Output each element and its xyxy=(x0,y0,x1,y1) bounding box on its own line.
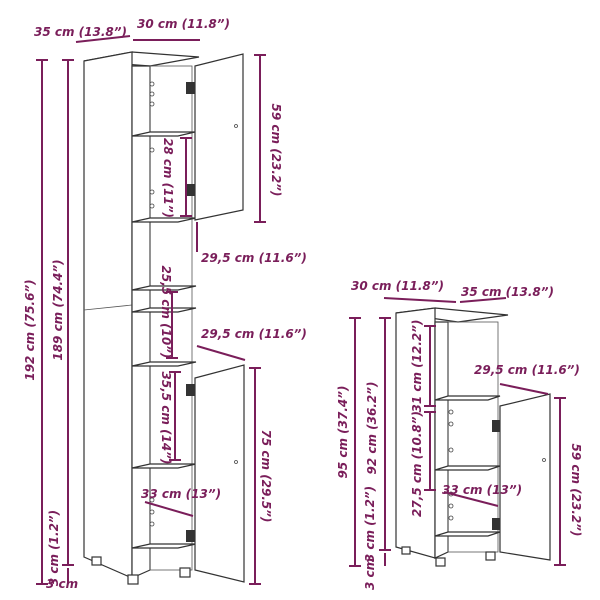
shelf-pin-hole xyxy=(448,503,454,509)
short-labels: 30 cm (11.8ˮ) 35 cm (13.8ˮ) 95 cm (37.4ˮ… xyxy=(336,279,583,590)
tall-cabinet xyxy=(83,51,245,585)
hinge-icon xyxy=(186,184,195,196)
label-shelf-gap: 27,5 cm (10.8ˮ) xyxy=(410,411,424,517)
tall-shelf-5 xyxy=(131,361,197,367)
shelf-pin-hole xyxy=(149,497,155,503)
foot xyxy=(401,546,411,555)
dim-line-bottom-depth xyxy=(144,501,194,517)
foot xyxy=(91,556,102,566)
tall-shelf-3 xyxy=(131,285,197,291)
tall-cabinet-side xyxy=(83,51,133,579)
label-legs-value: 3 cm xyxy=(363,558,377,590)
label-width: 30 cm (11.8ˮ) xyxy=(351,279,444,293)
tall-dimensions xyxy=(36,35,266,585)
label-width: 30 cm (11.8ˮ) xyxy=(137,17,230,31)
label-shelf-depth-1: 29,5 cm (11.6ˮ) xyxy=(201,251,307,265)
foot xyxy=(127,574,139,585)
label-total-height: 192 cm (75.6ˮ) xyxy=(23,279,37,380)
shelf-pin-hole xyxy=(149,147,155,153)
label-open-gap: 31 cm (12.2ˮ) xyxy=(410,320,424,413)
label-legs-value: 3 cm xyxy=(46,577,78,591)
foot xyxy=(179,567,191,578)
label-body-height: 189 cm (74.4ˮ) xyxy=(51,259,65,360)
shelf-pin-hole xyxy=(448,447,454,453)
short-door xyxy=(499,393,551,561)
hinge-icon xyxy=(186,384,195,396)
label-legs: 3 cm (1.2ˮ) xyxy=(47,510,61,586)
label-body-height: 92 cm (36.2ˮ) xyxy=(365,382,379,475)
label-bottom-depth: 33 cm (13ˮ) xyxy=(442,483,522,497)
label-lower-gap: 35,5 cm (14ˮ) xyxy=(159,372,173,465)
short-cabinet xyxy=(395,307,551,567)
tall-shelf-4 xyxy=(131,307,197,313)
label-shelf-depth: 29,5 cm (11.6ˮ) xyxy=(474,363,580,377)
tall-cabinet-side-seam xyxy=(83,304,133,311)
short-shelf-1 xyxy=(434,395,501,401)
dim-line-shelf-depth xyxy=(499,383,549,395)
tall-bottom-door xyxy=(194,364,245,583)
foot xyxy=(485,551,496,561)
short-shelf-2 xyxy=(434,465,501,471)
label-depth: 35 cm (13.8ˮ) xyxy=(461,285,554,299)
hinge-icon xyxy=(492,420,500,432)
shelf-pin-hole xyxy=(448,421,454,427)
short-cabinet-back xyxy=(447,321,499,553)
label-bottom-depth: 33 cm (13ˮ) xyxy=(141,487,221,501)
dim-line-shelf-depth-2 xyxy=(196,345,246,361)
shelf-pin-hole xyxy=(149,91,155,97)
tall-cabinet-back xyxy=(149,65,193,571)
foot xyxy=(435,557,446,567)
short-shelf-bottom xyxy=(434,531,501,537)
shelf-pin-hole xyxy=(149,203,155,209)
label-door-height: 59 cm (23.2ˮ) xyxy=(569,444,583,537)
shelf-pin-hole xyxy=(149,509,155,515)
label-top-door: 59 cm (23.2ˮ) xyxy=(269,104,283,197)
tall-cabinet-interior xyxy=(131,65,151,579)
shelf-pin-hole xyxy=(448,409,454,415)
tall-top-door xyxy=(194,53,244,221)
hinge-icon xyxy=(492,518,500,530)
door-knob xyxy=(234,460,238,464)
shelf-pin-hole xyxy=(149,521,155,527)
door-knob xyxy=(542,458,546,462)
short-cabinet-interior xyxy=(434,321,449,559)
tall-labels: 35 cm (13.8ˮ) 30 cm (11.8ˮ) 192 cm (75.6… xyxy=(23,17,307,591)
shelf-pin-hole xyxy=(149,101,155,107)
dim-line-depth xyxy=(75,35,131,43)
label-depth: 35 cm (13.8ˮ) xyxy=(34,25,127,39)
dim-line-width xyxy=(383,297,457,303)
shelf-pin-hole xyxy=(149,189,155,195)
label-top-gap: 28 cm (11ˮ) xyxy=(161,138,175,218)
label-open-gap: 25,5 cm (10ˮ) xyxy=(159,266,173,359)
hinge-icon xyxy=(186,530,195,542)
label-total-height: 95 cm (37.4ˮ) xyxy=(336,386,350,479)
label-legs: 3 cm (1.2ˮ) xyxy=(363,486,377,562)
short-dimensions xyxy=(349,297,566,567)
shelf-pin-hole xyxy=(149,81,155,87)
label-bottom-door: 75 cm (29.5ˮ) xyxy=(259,430,273,523)
hinge-icon xyxy=(186,82,195,94)
dim-line-bottom-depth xyxy=(443,491,499,507)
label-shelf-depth-2: 29,5 cm (11.6ˮ) xyxy=(201,327,307,341)
shelf-pin-hole xyxy=(448,515,454,521)
dim-line-depth xyxy=(459,297,507,303)
door-knob xyxy=(234,124,238,128)
